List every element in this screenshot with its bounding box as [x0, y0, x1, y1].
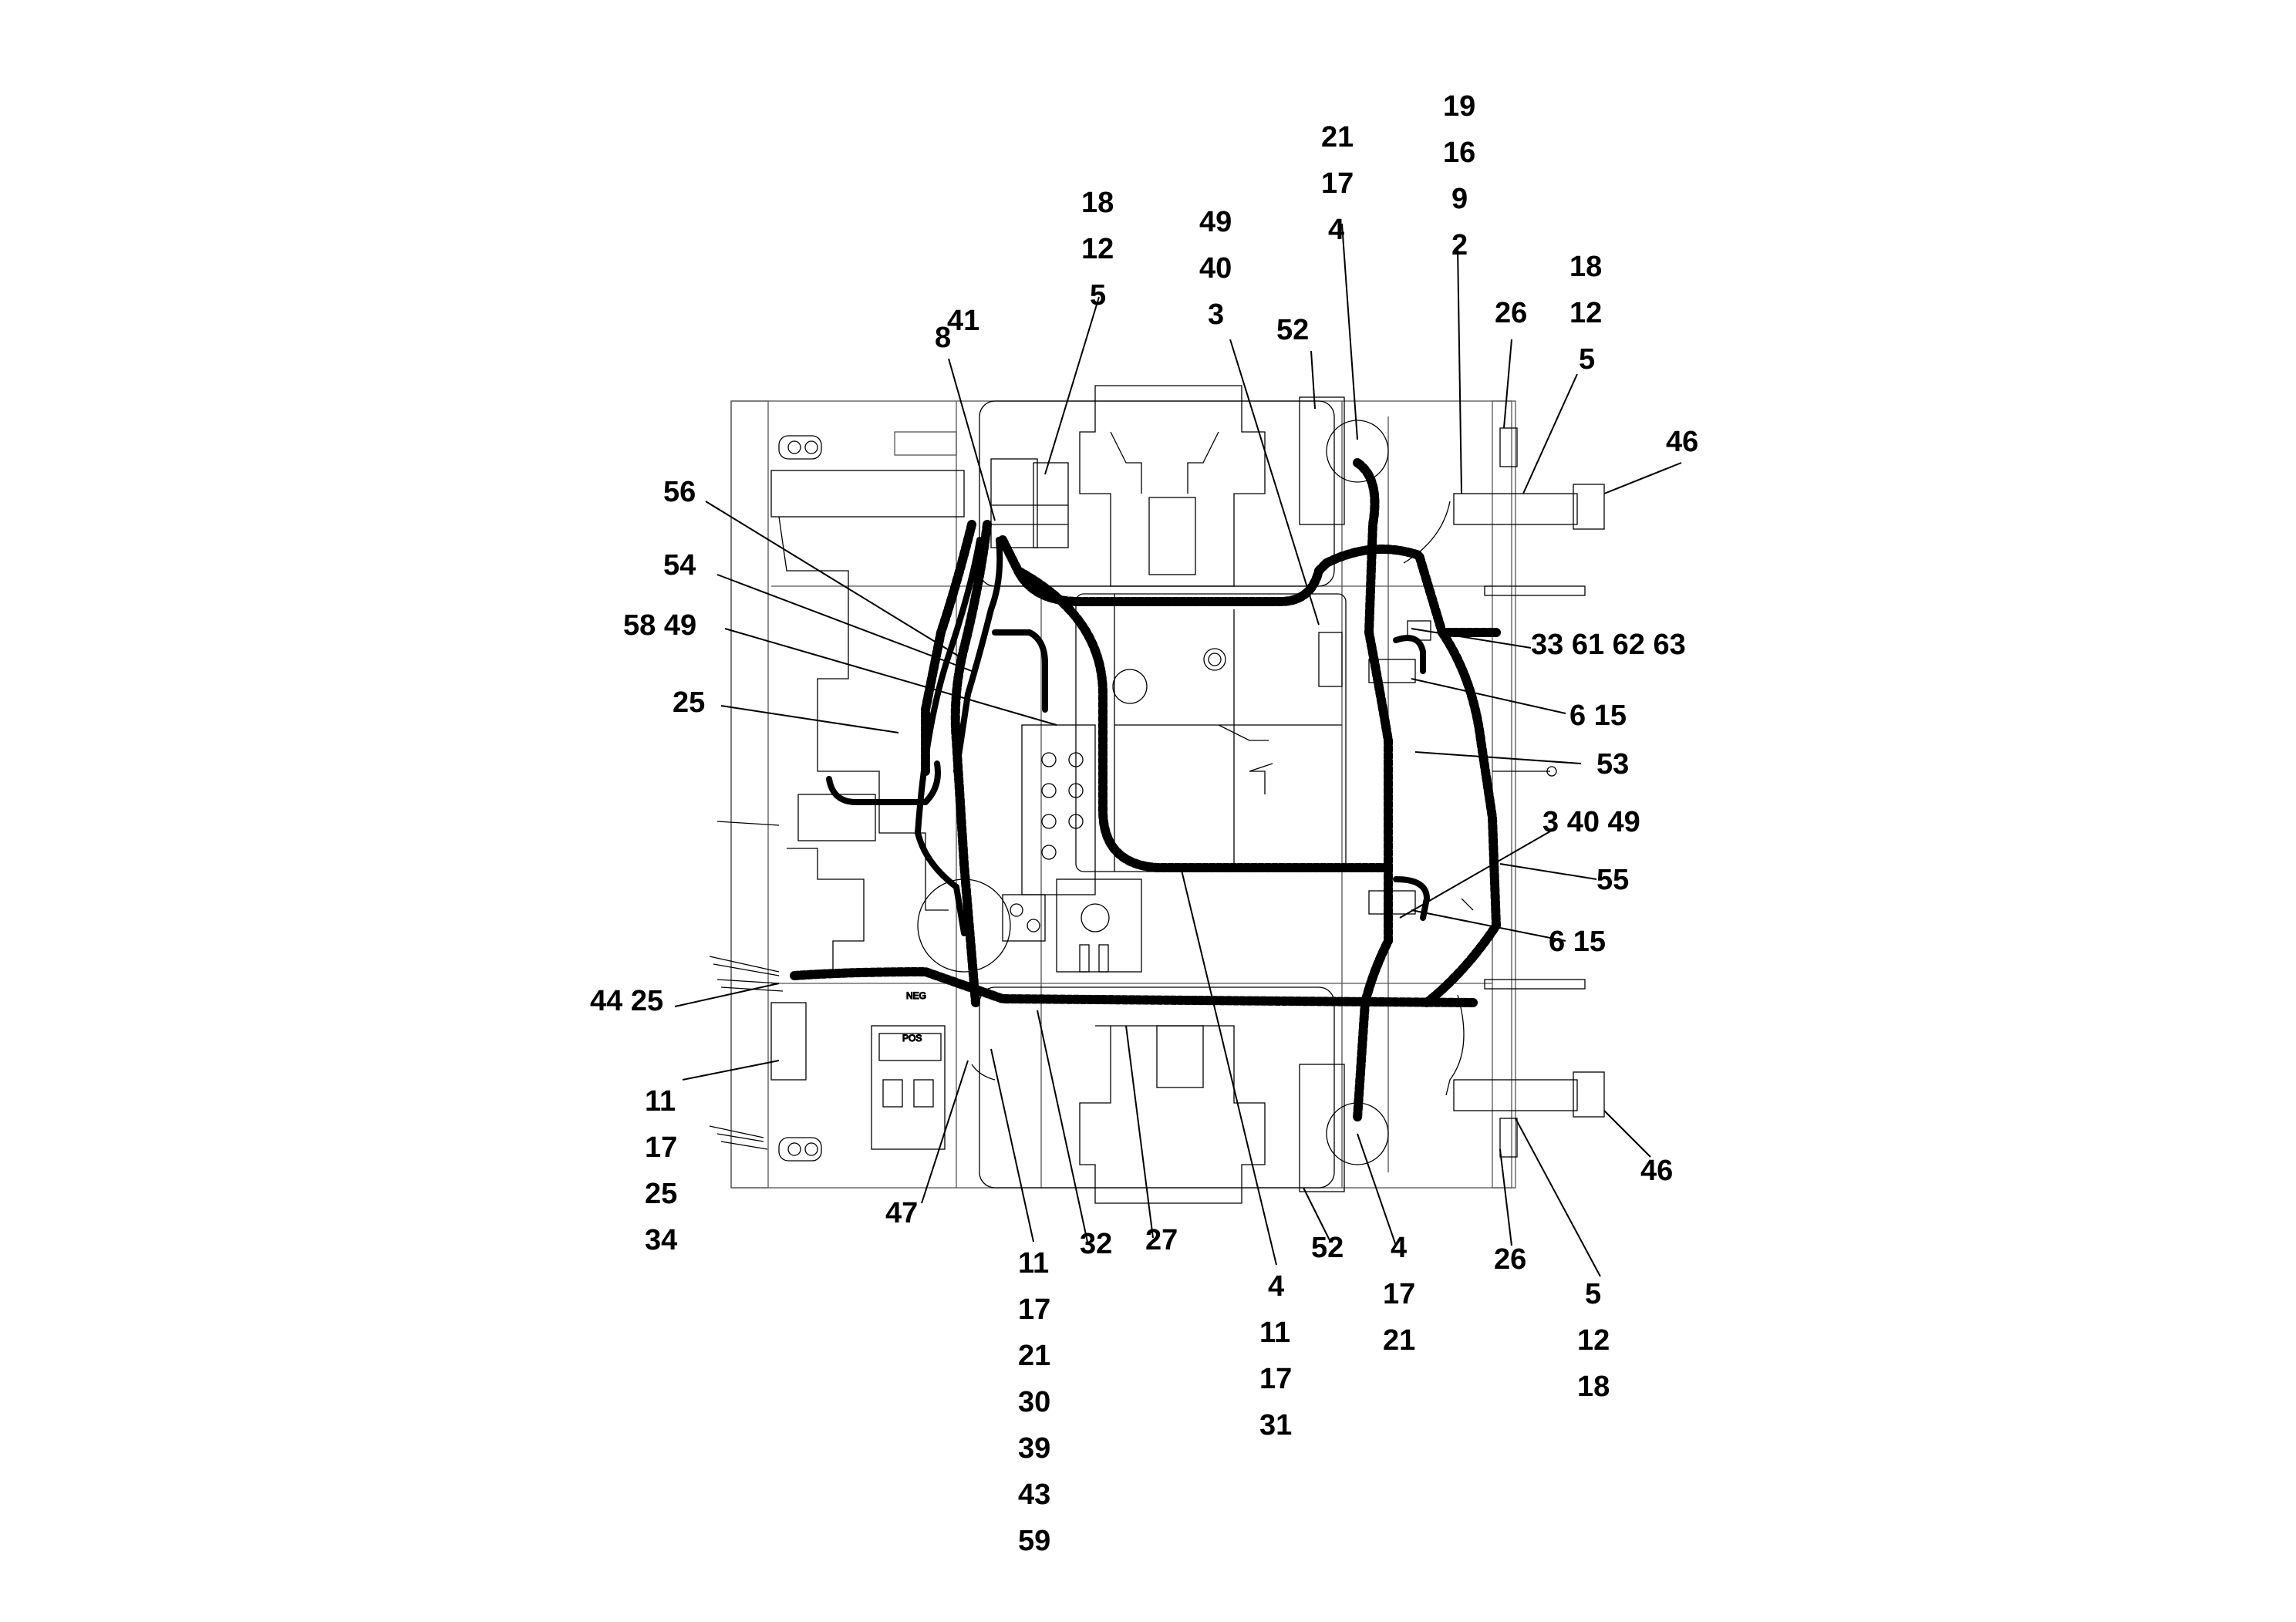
- callout-21: 21: [1321, 121, 1354, 153]
- callout-43: 43: [1018, 1479, 1050, 1511]
- small-wires: [709, 501, 1557, 1150]
- callout-3-40-49: 3 40 49: [1542, 806, 1640, 838]
- main-harness: [790, 458, 1501, 1123]
- upper-drive-unit: [979, 385, 1389, 587]
- central-tank: [1075, 593, 1347, 872]
- callout-17: 17: [1321, 167, 1354, 200]
- control-box: [990, 458, 1069, 548]
- callout-3: 3: [1208, 298, 1224, 331]
- callout-46: 46: [1666, 426, 1698, 458]
- callout-54: 54: [663, 549, 696, 582]
- callouts: 19 16 9 2 21 17 4 18 12 5 49 40 3 18 12 …: [590, 90, 1698, 1557]
- callout-21-right: 21: [1383, 1324, 1415, 1357]
- callout-32: 32: [1080, 1228, 1112, 1260]
- neg-terminal-label: NEG: [906, 990, 926, 1001]
- callout-49: 49: [1199, 206, 1232, 238]
- pos-terminal-label: POS: [902, 1033, 922, 1044]
- callout-53: 53: [1596, 748, 1629, 781]
- callout-9: 9: [1451, 183, 1468, 215]
- valve-block: [1002, 724, 1096, 942]
- callout-17-left: 17: [645, 1131, 677, 1164]
- callout-39: 39: [1018, 1432, 1050, 1465]
- callout-34: 34: [645, 1224, 677, 1256]
- callout-4-right: 4: [1391, 1232, 1407, 1264]
- callout-18b: 18: [1569, 251, 1602, 283]
- callout-11-left: 11: [645, 1085, 676, 1118]
- callout-30: 30: [1018, 1386, 1050, 1418]
- callout-11-center: 11: [1259, 1317, 1290, 1349]
- callout-6-15-top: 6 15: [1569, 700, 1627, 732]
- right-axles: [1453, 427, 1605, 1158]
- callout-11-mid: 11: [1018, 1247, 1049, 1280]
- callout-56: 56: [663, 476, 696, 508]
- callout-4-center: 4: [1268, 1270, 1284, 1303]
- callout-33-61-62-63: 33 61 62 63: [1531, 629, 1686, 661]
- callout-21-mid: 21: [1018, 1340, 1050, 1372]
- callout-5: 5: [1090, 279, 1106, 312]
- battery-cables: [826, 537, 1430, 936]
- callout-5b: 5: [1579, 343, 1595, 376]
- callout-46-bottom: 46: [1640, 1155, 1673, 1187]
- left-wheel-assemblies: [778, 435, 822, 1162]
- callout-52: 52: [1276, 314, 1309, 346]
- callout-16: 16: [1443, 137, 1475, 169]
- callout-17-center: 17: [1259, 1363, 1292, 1395]
- callout-58-49: 58 49: [623, 609, 696, 642]
- leader-lines: [674, 223, 1682, 1277]
- callout-12b: 12: [1569, 297, 1602, 329]
- callout-5-bottom: 5: [1585, 1278, 1601, 1310]
- callout-17-mid: 17: [1018, 1293, 1050, 1326]
- callout-52-bottom: 52: [1311, 1232, 1344, 1264]
- callout-17-right: 17: [1383, 1278, 1415, 1310]
- callout-12-bottom: 12: [1577, 1324, 1610, 1357]
- callout-8: 8: [935, 322, 951, 354]
- callout-41: 41: [947, 305, 979, 337]
- callout-12: 12: [1081, 233, 1114, 265]
- lower-drive-unit: [979, 878, 1389, 1204]
- callout-44-25: 44 25: [590, 985, 663, 1017]
- callout-26-bottom: 26: [1494, 1243, 1526, 1276]
- callout-2: 2: [1451, 229, 1468, 261]
- callout-19: 19: [1443, 90, 1475, 123]
- callout-40: 40: [1199, 252, 1232, 285]
- callout-26: 26: [1495, 297, 1527, 329]
- callout-27: 27: [1145, 1224, 1178, 1256]
- callout-18: 18: [1081, 187, 1114, 219]
- callout-25-left: 25: [645, 1178, 677, 1210]
- callout-4: 4: [1328, 214, 1344, 246]
- callout-55: 55: [1596, 864, 1629, 896]
- callout-47: 47: [885, 1197, 918, 1229]
- callout-6-15-bottom: 6 15: [1549, 926, 1606, 958]
- callout-25: 25: [673, 686, 705, 719]
- callout-31: 31: [1259, 1409, 1292, 1442]
- callout-18-bottom: 18: [1577, 1371, 1610, 1403]
- callout-59: 59: [1018, 1525, 1050, 1557]
